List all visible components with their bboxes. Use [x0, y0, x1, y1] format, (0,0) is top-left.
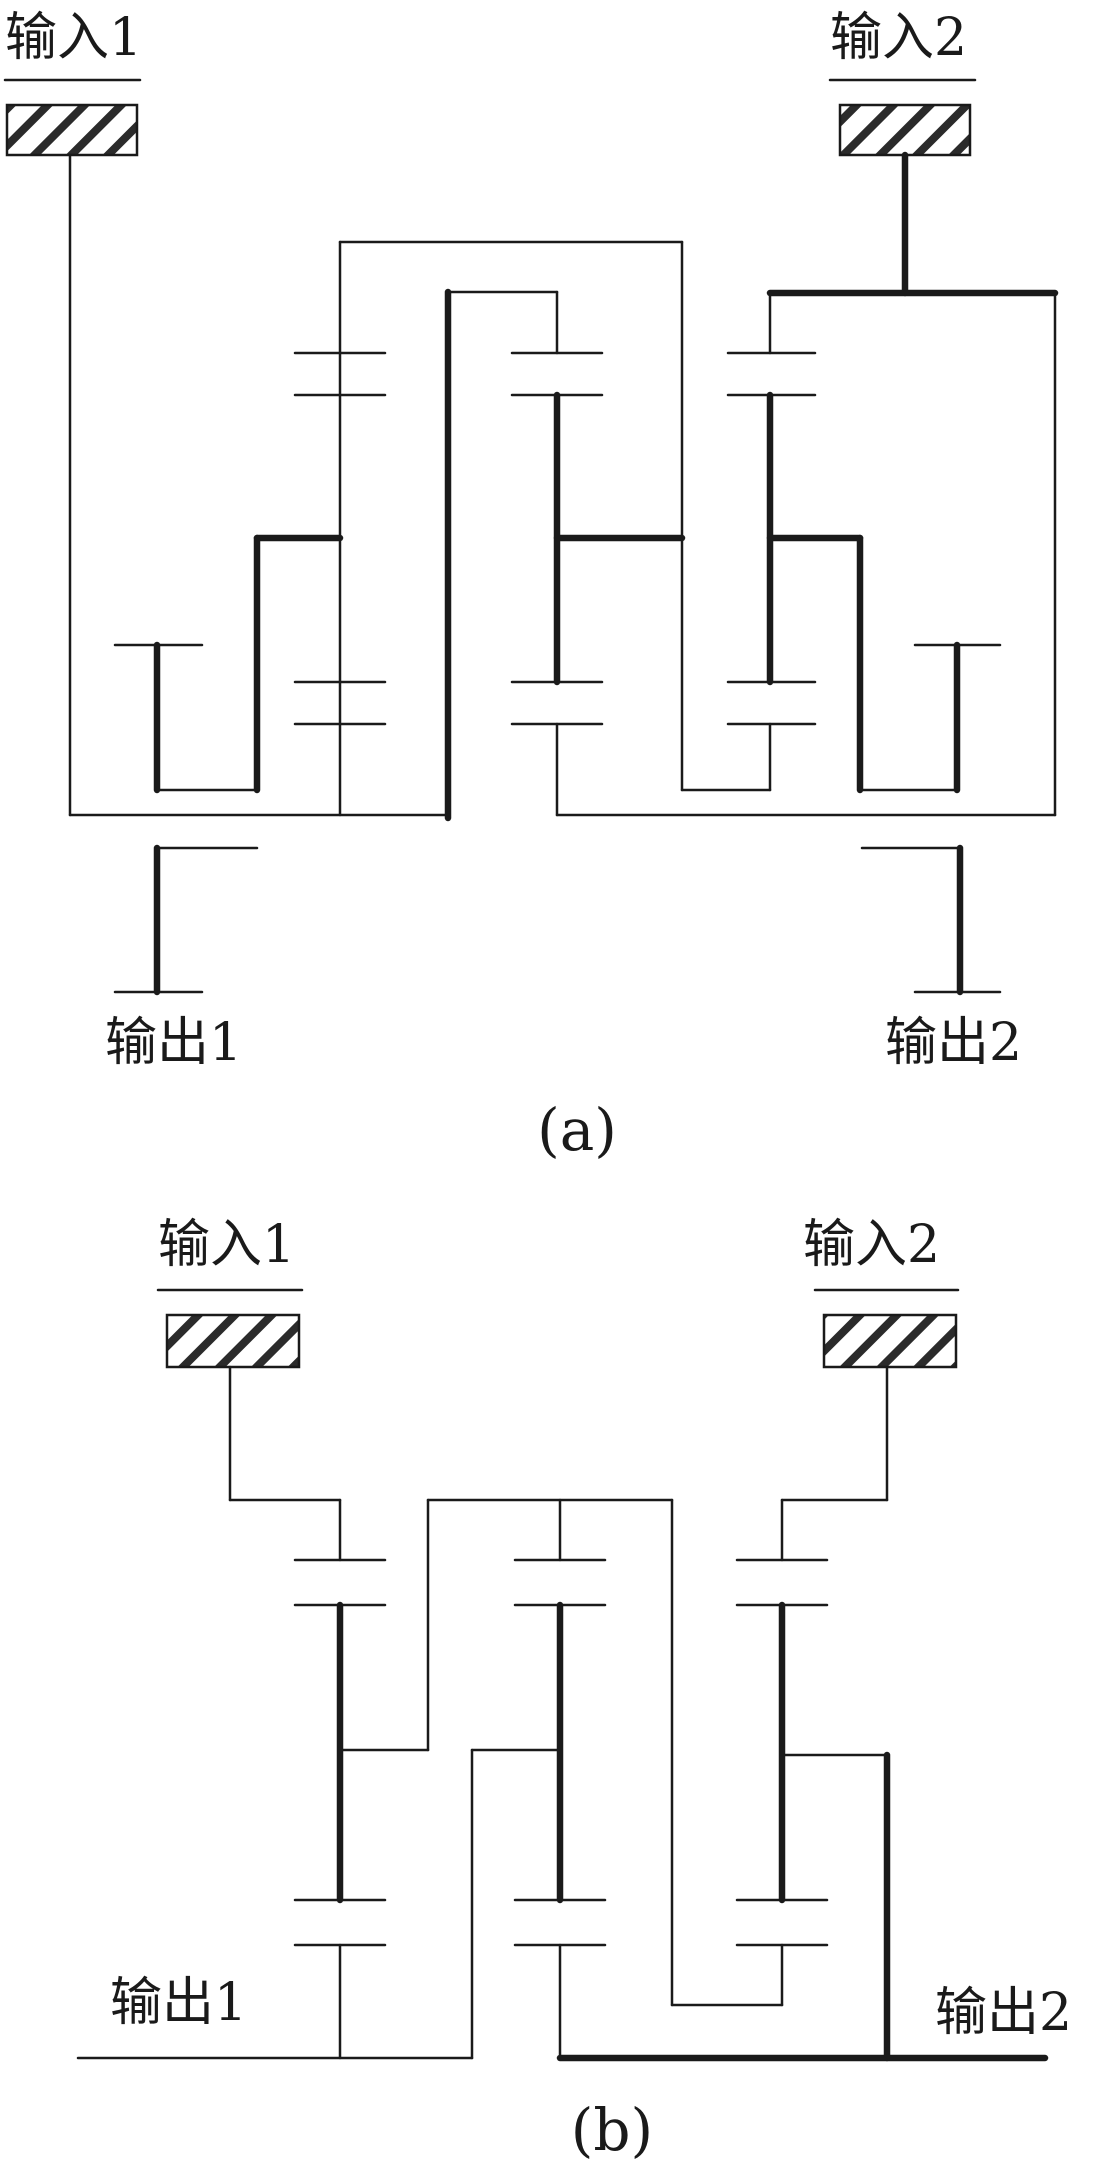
- input2-brake-b: [822, 1313, 958, 1369]
- output2-label-a: 输出2: [885, 1013, 1022, 1073]
- input1-brake-b: [165, 1313, 301, 1369]
- figure-a: 输入1 输入2: [3, 8, 1059, 1164]
- caption-b: (b): [571, 2096, 653, 2164]
- figure-b: 输入1 输入2: [76, 1215, 1072, 2164]
- output1-label-a: 输出1: [105, 1013, 242, 1073]
- input2-label-a: 输入2: [830, 8, 967, 68]
- caption-a: (a): [537, 1096, 617, 1164]
- input1-label-a: 输入1: [5, 8, 142, 68]
- input2-brake-a: [838, 103, 972, 157]
- output1-label-b: 输出1: [110, 1973, 247, 2033]
- input1-label-b: 输入1: [158, 1215, 295, 1275]
- input2-label-b: 输入2: [803, 1215, 940, 1275]
- input1-brake-a: [5, 103, 139, 157]
- output2-label-b: 输出2: [935, 1983, 1072, 2043]
